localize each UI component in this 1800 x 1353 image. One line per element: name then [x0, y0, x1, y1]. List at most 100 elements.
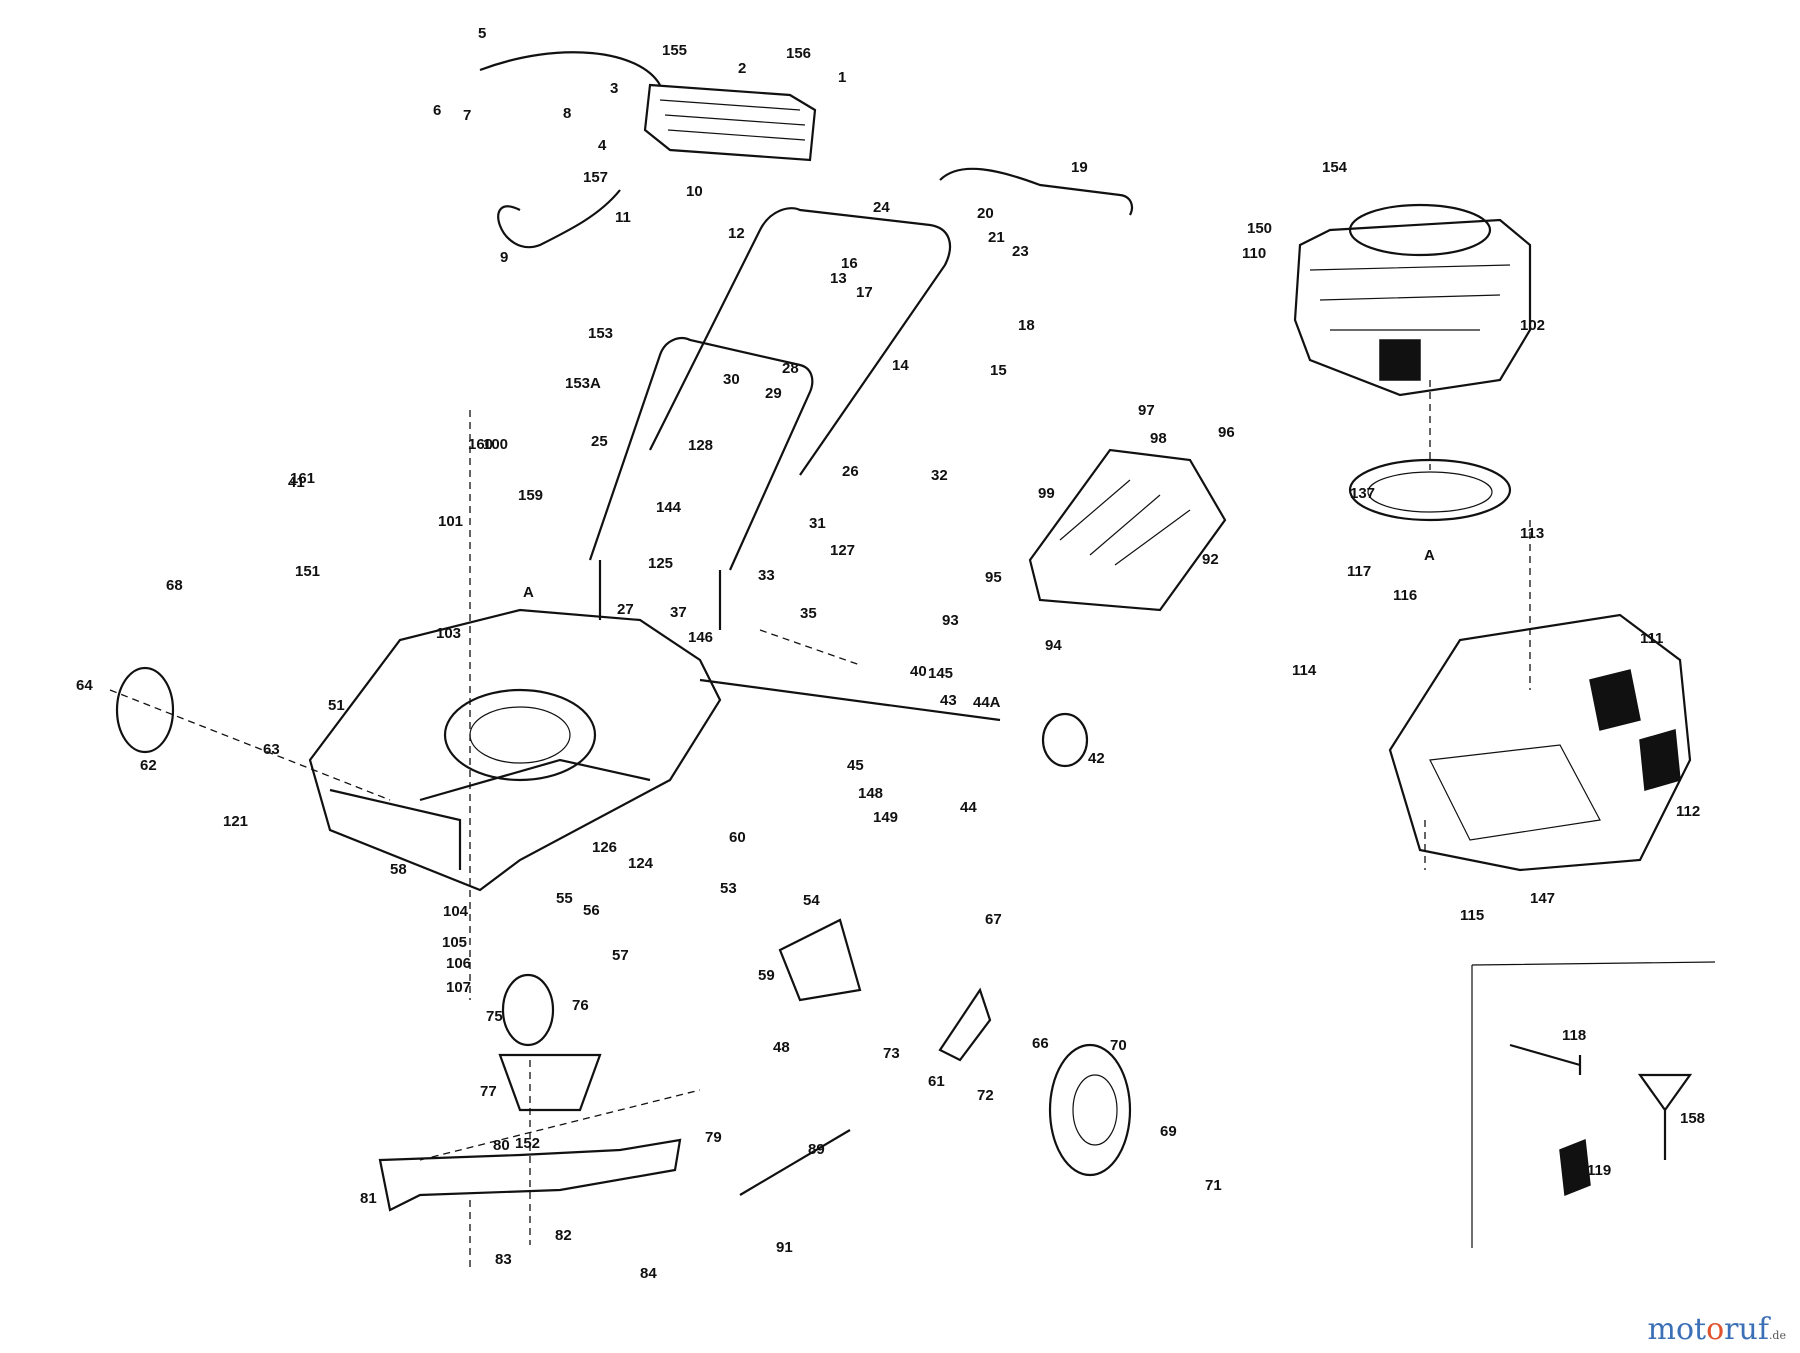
part-label: 119: [1587, 1162, 1611, 1179]
part-label: 128: [688, 437, 713, 454]
part-label: 107: [446, 979, 471, 996]
part-label: 68: [166, 577, 183, 594]
part-label: 150: [1247, 220, 1272, 237]
blade-mount-77: [498, 1053, 602, 1112]
part-label: 105: [442, 934, 467, 951]
part-label: 121: [223, 813, 248, 830]
part-label: 103: [436, 625, 461, 642]
engine-ring-137: [1348, 458, 1512, 522]
svg-text:A: A: [1424, 547, 1435, 564]
engine: [1293, 218, 1532, 397]
bracket-59: [778, 918, 862, 1002]
part-label: 6: [433, 102, 441, 119]
part-label: 147: [1530, 890, 1555, 907]
part-label: 124: [628, 855, 654, 872]
part-label: 24: [873, 199, 890, 216]
part-label: 80: [493, 1137, 510, 1154]
part-label: 28: [782, 360, 799, 377]
part-label: 100: [483, 436, 508, 453]
part-label: 67: [985, 911, 1002, 928]
part-label: 148: [858, 785, 883, 802]
part-label: 21: [988, 229, 1005, 246]
part-label: 25: [591, 433, 608, 450]
part-label: 66: [1032, 1035, 1049, 1052]
part-label: 159: [518, 487, 543, 504]
part-label: 62: [140, 757, 157, 774]
part-label: 155: [662, 42, 687, 59]
part-number-labels: 1 2 3 4 5 6 7 8 9 10 11 12 13 14 15 16 1…: [76, 25, 1705, 1282]
part-label: 10: [686, 183, 703, 200]
part-label: 110: [1242, 245, 1266, 262]
part-label: 98: [1150, 430, 1167, 447]
part-label: 1: [838, 69, 846, 86]
part-label: 116: [1393, 587, 1417, 604]
part-label: 42: [1088, 750, 1105, 767]
part-label: 26: [842, 463, 859, 480]
part-label: 32: [931, 467, 948, 484]
part-label: 53: [720, 880, 737, 897]
part-label: 7: [463, 107, 471, 124]
part-label: 156: [786, 45, 811, 62]
part-label: 106: [446, 955, 471, 972]
mower-deck: [308, 608, 722, 892]
part-label: 151: [295, 563, 320, 580]
part-label: 70: [1110, 1037, 1127, 1054]
part-label: 145: [928, 665, 953, 682]
part-label: 12: [728, 225, 745, 242]
part-label: 40: [910, 663, 927, 680]
part-label: 9: [500, 249, 508, 266]
part-label: 29: [765, 385, 782, 402]
part-label: 35: [800, 605, 817, 622]
height-adjuster-61: [938, 987, 992, 1062]
part-label: 89: [808, 1141, 825, 1158]
part-label: 161: [290, 470, 315, 487]
cable-9: [497, 189, 621, 249]
blade-89: [739, 1129, 851, 1196]
part-label: 117: [1347, 563, 1371, 580]
spark-plug-wrench-118: [1509, 1043, 1582, 1075]
part-label: 8: [563, 105, 571, 122]
rear-wheel-70: [1048, 1043, 1132, 1177]
part-label: 30: [723, 371, 740, 388]
part-label: 157: [583, 169, 608, 186]
part-label: 114: [1292, 662, 1317, 679]
part-label: 104: [443, 903, 469, 920]
part-label: 75: [486, 1008, 503, 1025]
part-label: 5: [478, 25, 486, 42]
part-label: 111: [1640, 630, 1663, 647]
part-label: 91: [776, 1239, 793, 1256]
part-label: 96: [1218, 424, 1235, 441]
part-label: 127: [830, 542, 855, 559]
part-label: 92: [1202, 551, 1219, 568]
part-label: 79: [705, 1129, 722, 1146]
part-label: 82: [555, 1227, 572, 1244]
part-label: 4: [598, 137, 607, 154]
part-label: 55: [556, 890, 573, 907]
part-label: 51: [328, 697, 345, 714]
part-label: 101: [438, 513, 463, 530]
part-label: 77: [480, 1083, 497, 1100]
svg-text:A: A: [523, 584, 534, 601]
part-label: 158: [1680, 1110, 1705, 1127]
part-label: 59: [758, 967, 775, 984]
part-label: 43: [940, 692, 957, 709]
part-label: 44A: [973, 694, 1001, 711]
part-label: 95: [985, 569, 1002, 586]
part-label: 58: [390, 861, 407, 878]
part-label: 94: [1045, 637, 1062, 654]
part-label: 113: [1520, 525, 1544, 542]
part-label: 118: [1562, 1027, 1586, 1044]
part-label: 72: [977, 1087, 994, 1104]
part-label: 2: [738, 60, 746, 77]
part-label: 11: [615, 209, 631, 226]
part-119: [1559, 1138, 1591, 1197]
part-label: 154: [1322, 159, 1348, 176]
part-label: 71: [1205, 1177, 1222, 1194]
part-label: 33: [758, 567, 775, 584]
part-label: 44: [960, 799, 977, 816]
wheel-hub-42: [1041, 712, 1089, 768]
part-label: 69: [1160, 1123, 1177, 1140]
diagram-drawing: [109, 51, 1716, 1270]
part-label: 149: [873, 809, 898, 826]
